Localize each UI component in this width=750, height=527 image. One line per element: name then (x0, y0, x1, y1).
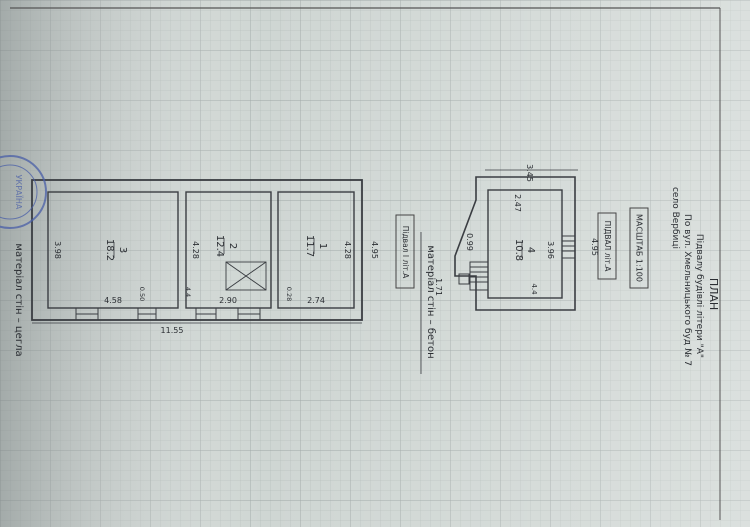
room-2-outline (185, 191, 272, 309)
dim-total-length: 11.55 (161, 326, 184, 335)
dim-small: 0.99 (465, 233, 474, 251)
wall-mark-4: 4.4 (530, 283, 538, 295)
dim-inner-top: 2.47 (513, 194, 522, 212)
room-1-width: 4.28 (343, 241, 352, 259)
room-1-area: 11.7 (304, 235, 315, 257)
room-4-area: 10.8 (513, 239, 524, 261)
room-1-length: 2.74 (307, 296, 325, 305)
stairs-right (561, 235, 576, 259)
basement-label-box: ПІДВАЛ літ.А (597, 212, 617, 280)
entrance-label: Підвал І літ.А (401, 226, 410, 279)
hatch-box (225, 261, 267, 291)
stairs-entrance (458, 261, 489, 291)
stamp-text: УКРАЇНА (14, 175, 24, 210)
room-3-width: 3.98 (53, 241, 62, 259)
official-stamp: УКРАЇНА (0, 155, 47, 229)
title-line-1: Підвалу будівлі літери "А" (694, 234, 704, 358)
room-4-number: 4 (525, 247, 536, 253)
room-3-length: 4.58 (104, 296, 122, 305)
room-3-wall: 0.50 (138, 287, 146, 301)
door-marks (75, 307, 261, 321)
room-1-number: 1 (317, 243, 328, 249)
dim-total-width: 4.95 (370, 241, 379, 259)
room-3-area: 18.2 (104, 239, 115, 261)
room-3-number: 3 (117, 247, 128, 253)
entrance-label-box: Підвал І літ.А (395, 214, 415, 289)
room-2-wall: 4.4 (184, 287, 192, 297)
room-2-length: 2.90 (219, 296, 237, 305)
room-2-width: 4.28 (191, 241, 200, 259)
title-line-2: По вул. Хмельницького буд № 7 (682, 214, 692, 366)
right-plan: 3.45 4.95 2.47 3.96 0.99 1.71 4 10.8 4.4… (420, 164, 599, 374)
scale-box: МАСШТАБ 1:100 (629, 207, 649, 289)
dim-inner-right: 3.96 (546, 241, 555, 259)
room-3-outline (47, 191, 179, 309)
plan-title: ПЛАН (707, 278, 720, 310)
plan-outer-wall (454, 176, 576, 311)
dim-right: 4.95 (590, 238, 599, 256)
dim-bottom: 1.71 (434, 278, 443, 296)
title-block: ПЛАН Підвалу будівлі літери "А" По вул. … (670, 187, 720, 366)
room-1-wall: 0.28 (285, 287, 293, 301)
material-brick: матеріал стін – цегла (13, 243, 25, 356)
title-line-3: село Вербиці (670, 187, 680, 249)
left-plan: 11.55 4.95 4.28 1 11.7 2.74 0.28 4.28 2 … (13, 179, 379, 357)
room-2-number: 2 (227, 243, 238, 249)
room-2-area: 12.4 (214, 235, 225, 257)
room-1-outline (277, 191, 355, 309)
material-concrete: матеріал стін – бетон (425, 245, 437, 358)
basement-label: ПІДВАЛ літ.А (603, 221, 612, 273)
scale-label: МАСШТАБ 1:100 (635, 214, 644, 282)
dim-top: 3.45 (525, 164, 534, 182)
